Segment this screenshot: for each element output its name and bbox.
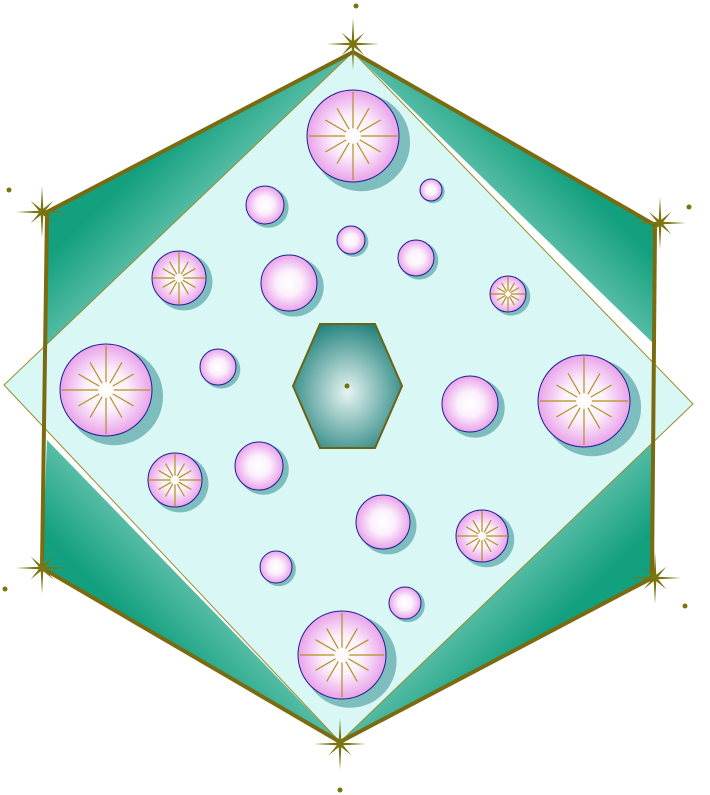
star-shape bbox=[16, 186, 68, 238]
pink-orb-icon bbox=[419, 178, 445, 204]
starburst-icon bbox=[299, 612, 385, 698]
star-burst-icon bbox=[2, 542, 68, 594]
star-dot bbox=[337, 787, 343, 793]
star-dot bbox=[686, 204, 692, 210]
star-dot bbox=[6, 187, 12, 193]
orb-body bbox=[441, 375, 499, 433]
orb-body bbox=[199, 348, 237, 386]
starburst-icon bbox=[308, 91, 398, 181]
orb-body bbox=[537, 354, 631, 448]
orb-body bbox=[306, 89, 400, 183]
pink-orb-icon bbox=[151, 250, 213, 311]
star-shape bbox=[634, 197, 686, 249]
orb-body bbox=[234, 441, 284, 491]
pink-orb-icon bbox=[537, 354, 642, 457]
star-burst-icon bbox=[327, 3, 379, 70]
orb-body bbox=[419, 178, 443, 202]
orb-body bbox=[147, 452, 203, 508]
hexagon-corner-top-right bbox=[353, 52, 655, 345]
pink-orb-icon bbox=[259, 550, 296, 587]
pink-orb-icon bbox=[306, 89, 411, 192]
pink-orb-icon bbox=[388, 586, 425, 623]
star-burst-icon bbox=[314, 718, 366, 793]
starburst-icon bbox=[490, 276, 526, 312]
pink-orb-icon bbox=[59, 343, 164, 446]
pink-orb-icon bbox=[297, 610, 397, 708]
starburst-icon bbox=[148, 453, 202, 507]
orb-body bbox=[355, 494, 411, 550]
star-shape bbox=[314, 718, 366, 770]
orb-body bbox=[297, 610, 387, 700]
pink-orb-icon bbox=[260, 254, 324, 317]
hexagon-corner-bottom-left bbox=[42, 440, 340, 742]
starburst-icon bbox=[61, 345, 151, 435]
corner-stars bbox=[2, 3, 692, 793]
star-shape bbox=[629, 552, 681, 604]
orb-body bbox=[336, 225, 366, 255]
orb-body bbox=[259, 550, 293, 584]
pink-orb-icon bbox=[355, 494, 417, 555]
star-dot bbox=[353, 3, 359, 9]
pink-orb-icon bbox=[147, 452, 209, 513]
pink-orb-icon bbox=[234, 441, 289, 495]
pink-orb-icon bbox=[455, 509, 515, 568]
star-burst-icon bbox=[6, 186, 68, 238]
orb-body bbox=[388, 586, 422, 620]
orb-body bbox=[59, 343, 153, 437]
pink-orb-icon bbox=[336, 225, 369, 257]
orb-body bbox=[245, 185, 285, 225]
center-hexagon bbox=[291, 323, 404, 449]
star-dot bbox=[682, 603, 688, 609]
pink-orb-icon bbox=[441, 375, 505, 438]
star-dot bbox=[2, 586, 8, 592]
star-burst-icon bbox=[634, 197, 692, 249]
starburst-icon bbox=[152, 251, 206, 305]
orb-body bbox=[489, 275, 527, 313]
star-shape bbox=[16, 542, 68, 594]
orb-body bbox=[260, 254, 318, 312]
star-shape bbox=[327, 18, 379, 70]
center-dot bbox=[344, 383, 350, 389]
pink-orb-icon bbox=[245, 185, 289, 228]
pink-orb-icon bbox=[489, 275, 531, 316]
orb-group bbox=[59, 89, 642, 708]
starburst-icon bbox=[456, 510, 508, 562]
pink-orb-icon bbox=[199, 348, 241, 389]
orb-body bbox=[397, 239, 435, 277]
starburst-icon bbox=[539, 356, 629, 446]
orb-body bbox=[151, 250, 207, 306]
pink-orb-icon bbox=[397, 239, 439, 280]
star-burst-icon bbox=[629, 552, 688, 609]
orb-body bbox=[455, 509, 509, 563]
